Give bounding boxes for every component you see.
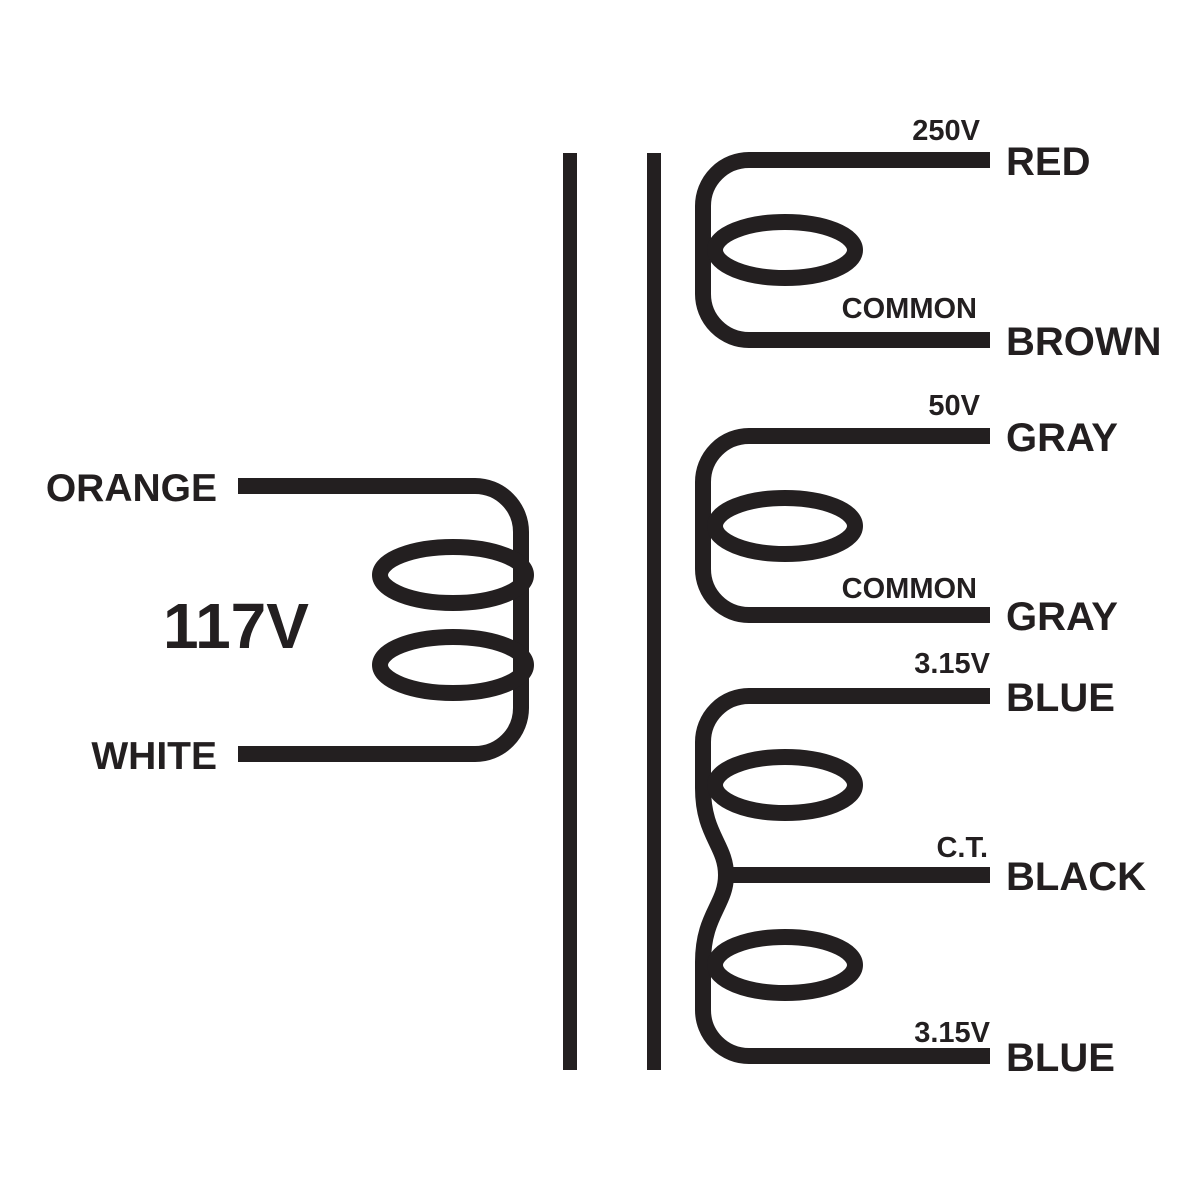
secondary-coil-1-path — [695, 152, 990, 348]
tap-label-250v: 250V — [912, 115, 980, 147]
lead-label-blue-top: BLUE — [1006, 676, 1115, 720]
primary-coil-loop-2 — [372, 629, 534, 701]
secondary-coil-2-loop — [707, 490, 863, 562]
primary-coil-loop-1 — [372, 539, 534, 611]
secondary-coil-2-path — [695, 428, 990, 623]
secondary-coil-3-loop-1 — [707, 749, 863, 821]
lead-label-brown: BROWN — [1006, 320, 1162, 364]
primary-coil-path — [238, 478, 529, 762]
tap-label-50v: 50V — [928, 390, 980, 422]
tap-label-315v-top: 3.15V — [914, 648, 990, 680]
secondary-coil-3-loop-2 — [707, 929, 863, 1001]
secondary-coil-1-loop — [707, 214, 863, 286]
lead-label-red: RED — [1006, 140, 1091, 184]
tap-label-common-2: COMMON — [841, 573, 977, 605]
lead-label-gray-bottom: GRAY — [1006, 595, 1118, 639]
lead-label-black: BLACK — [1006, 855, 1146, 899]
tap-label-ct: C.T. — [936, 832, 988, 864]
tap-label-common-1: COMMON — [841, 293, 977, 325]
lead-label-blue-bottom: BLUE — [1006, 1036, 1115, 1080]
lead-label-orange: ORANGE — [45, 467, 217, 510]
lead-label-gray-top: GRAY — [1006, 416, 1118, 460]
lead-label-white: WHITE — [91, 735, 217, 778]
primary-voltage-label: 117V — [163, 590, 309, 662]
tap-label-315v-bottom: 3.15V — [914, 1017, 990, 1049]
